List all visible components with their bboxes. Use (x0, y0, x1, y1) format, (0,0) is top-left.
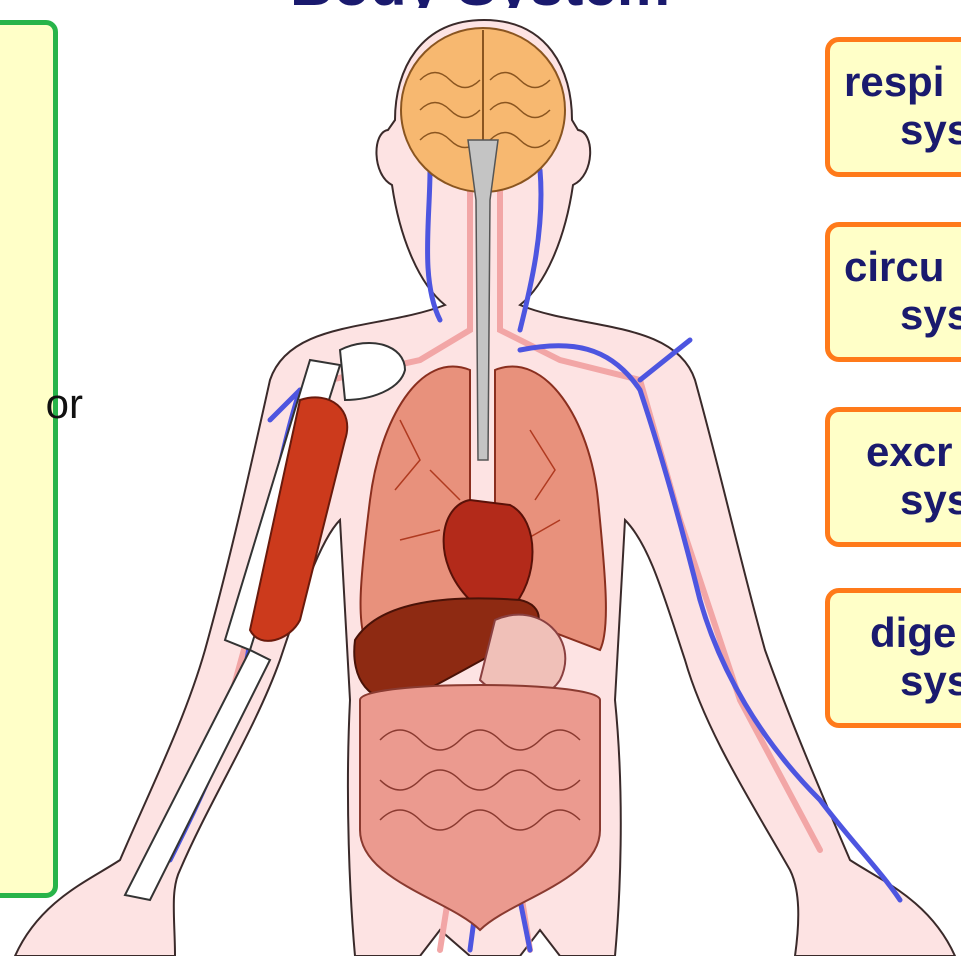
button-label-line2: sys (900, 106, 961, 154)
button-label-line2: sys (900, 291, 961, 339)
button-label-line1: circu (844, 243, 944, 291)
digestive-system-button[interactable]: dige sys (825, 588, 961, 728)
excretory-system-button[interactable]: excr sys (825, 407, 961, 547)
respiratory-system-button[interactable]: respi sys (825, 37, 961, 177)
button-label-line2: sys (900, 476, 961, 524)
button-label-line2: sys (900, 657, 961, 705)
circulatory-system-button[interactable]: circu sys (825, 222, 961, 362)
button-label-line1: excr (866, 428, 952, 476)
button-label-line1: dige (870, 609, 956, 657)
button-label-line1: respi (844, 58, 944, 106)
